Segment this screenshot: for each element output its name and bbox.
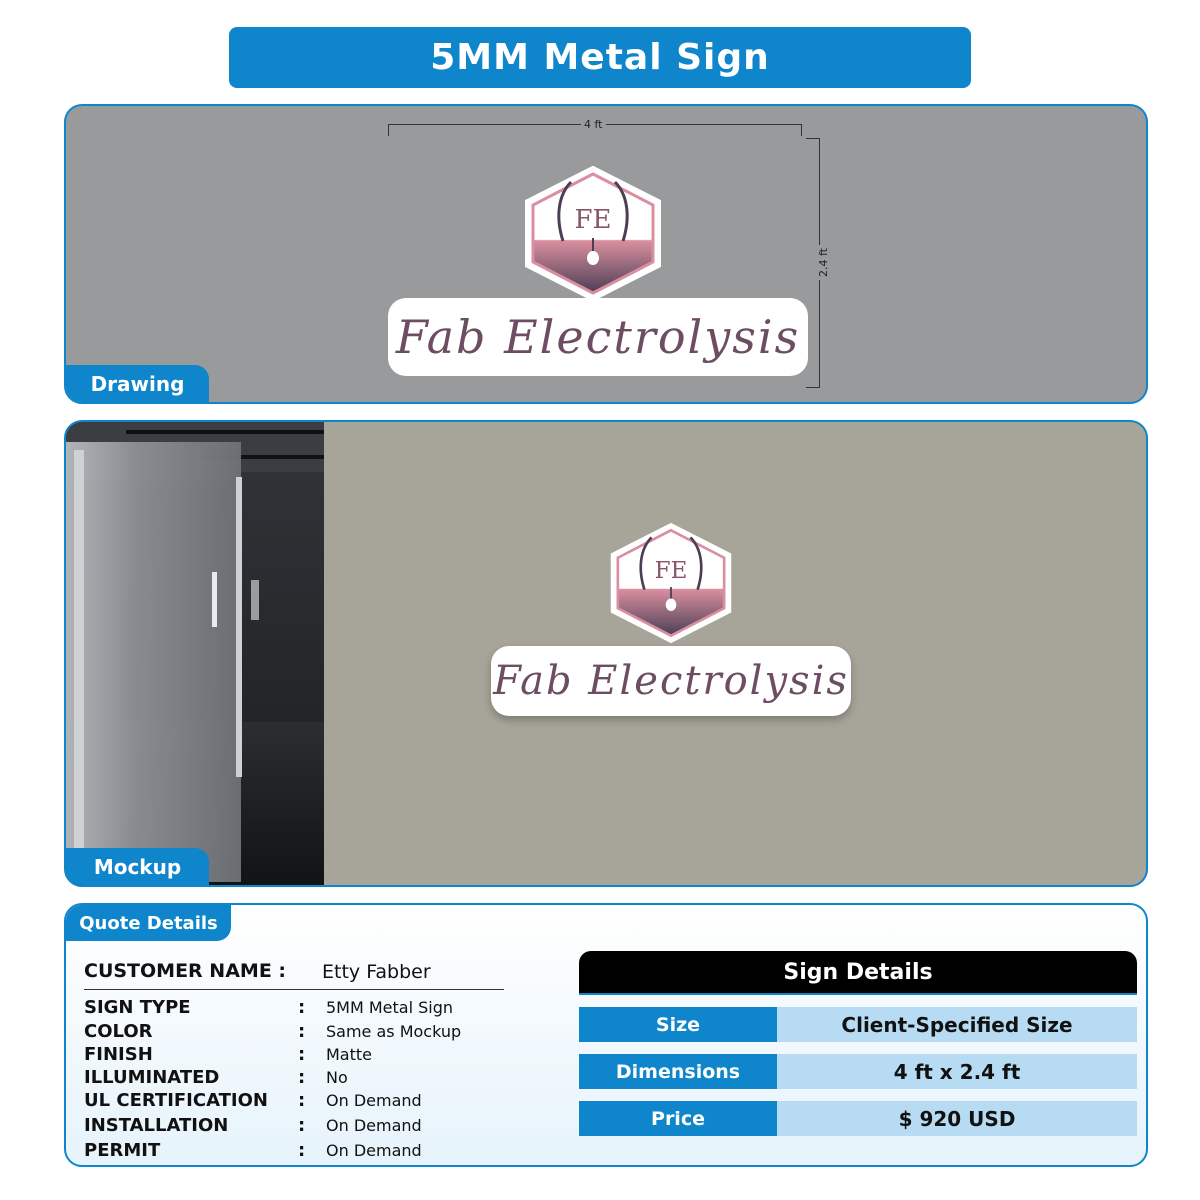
quote-details-box: Quote Details CUSTOMER NAME : Etty Fabbe… [64, 903, 1148, 1167]
installation-row: INSTALLATION : On Demand [84, 1115, 422, 1136]
price-row: Price $ 920 USD [579, 1101, 1137, 1136]
script-text-plate: Fab Electrolysis [491, 646, 851, 716]
mockup-panel: FE Fab Electrolysis Mockup [64, 420, 1148, 887]
height-dimension-label: 2.4 ft [816, 245, 830, 280]
hexagon-logo-icon: FE [525, 165, 661, 302]
dimensions-row: Dimensions 4 ft x 2.4 ft [579, 1054, 1137, 1089]
hexagon-logo-icon: FE [610, 522, 732, 644]
drawing-tag: Drawing [66, 365, 209, 402]
office-scene [66, 422, 324, 885]
mockup-sign-logo: FE Fab Electrolysis [491, 522, 851, 732]
ul-certification-row: UL CERTIFICATION : On Demand [84, 1090, 422, 1111]
page-title: 5MM Metal Sign [229, 27, 971, 88]
width-dimension-label: 4 ft [581, 118, 606, 131]
mockup-tag: Mockup [66, 848, 209, 885]
drawing-sign-logo: FE Fab Electrolysis [388, 165, 808, 386]
monogram-text: FE [574, 205, 611, 235]
customer-name-value: Etty Fabber [322, 961, 431, 983]
customer-name-label: CUSTOMER NAME : [84, 960, 287, 982]
quote-details-tag: Quote Details [66, 905, 231, 941]
monogram-text: FE [655, 558, 688, 584]
illuminated-row: ILLUMINATED : No [84, 1067, 348, 1088]
size-row: Size Client-Specified Size [579, 1007, 1137, 1042]
sign-type-row: SIGN TYPE : 5MM Metal Sign [84, 997, 454, 1018]
finish-row: FINISH : Matte [84, 1044, 372, 1065]
sign-details-header: Sign Details [579, 951, 1137, 993]
permit-row: PERMIT : On Demand [84, 1140, 422, 1161]
script-text-plate: Fab Electrolysis [388, 298, 808, 376]
customer-name-row: CUSTOMER NAME : Etty Fabber [84, 960, 504, 990]
drawing-panel: 4 ft 2.4 ft FE [64, 104, 1148, 404]
color-row: COLOR : Same as Mockup [84, 1021, 462, 1042]
